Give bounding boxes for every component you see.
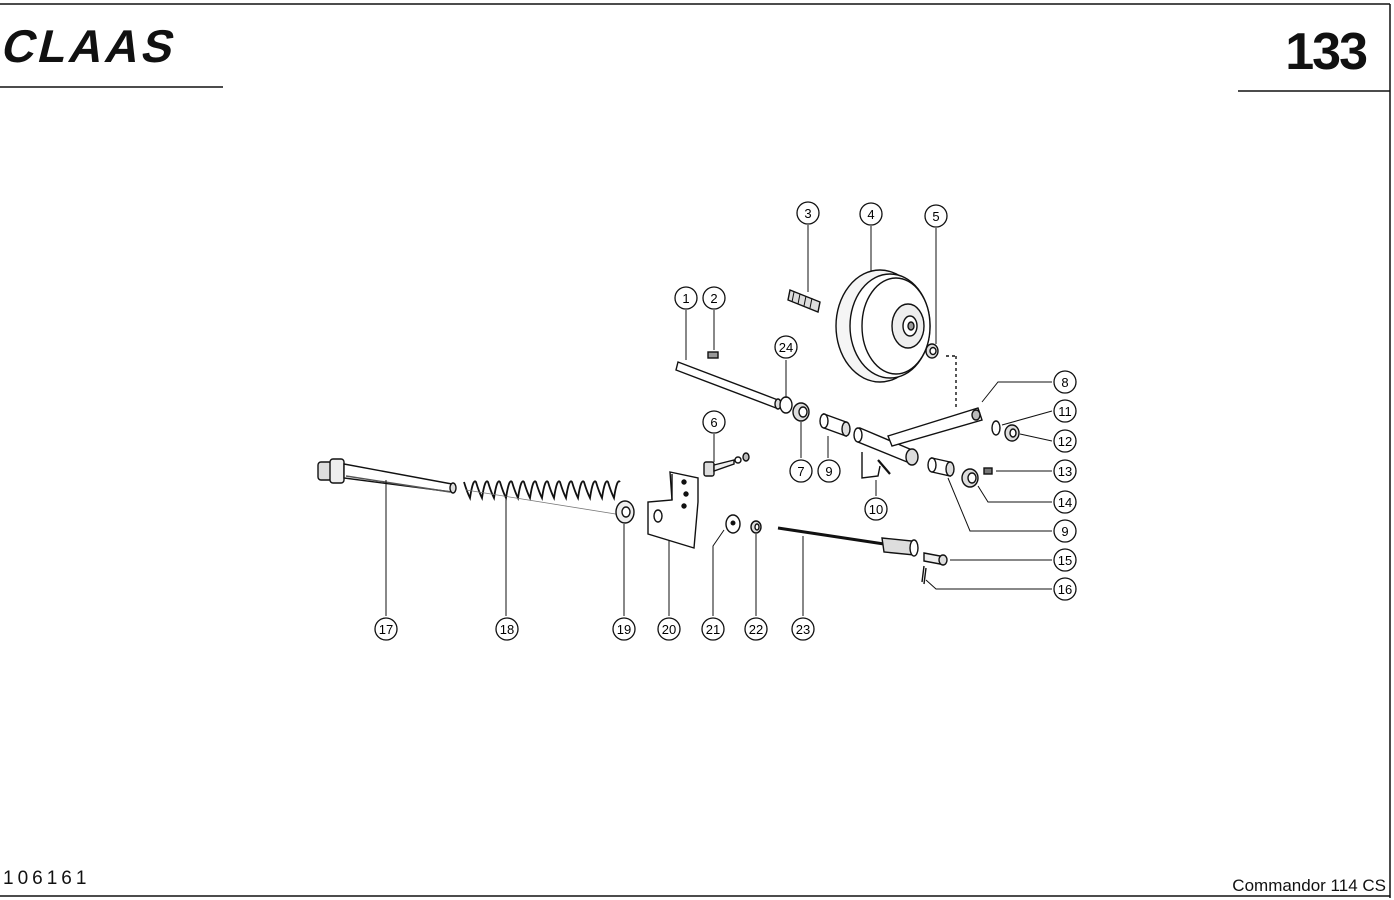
callout-18: 18 bbox=[495, 617, 519, 641]
callout-12: 12 bbox=[1053, 429, 1077, 453]
svg-text:23: 23 bbox=[796, 622, 810, 637]
part-3-stud bbox=[787, 289, 821, 313]
part-17-rod bbox=[317, 458, 457, 494]
part-13-grease-nipple bbox=[983, 467, 993, 475]
claas-logo: CLAAS bbox=[0, 21, 183, 72]
callout-22: 22 bbox=[744, 617, 768, 641]
svg-text:21: 21 bbox=[706, 622, 720, 637]
svg-text:4: 4 bbox=[867, 207, 874, 222]
callout-15: 15 bbox=[1053, 548, 1077, 572]
part-7-bushing bbox=[792, 402, 810, 422]
callout-23: 23 bbox=[791, 617, 815, 641]
callout-4: 4 bbox=[859, 202, 883, 226]
drawing-number: 106161 bbox=[3, 868, 91, 889]
svg-text:8: 8 bbox=[1061, 375, 1068, 390]
svg-text:19: 19 bbox=[617, 622, 631, 637]
part-10-lug bbox=[861, 452, 891, 479]
part-9-sleeve-lower bbox=[927, 457, 955, 477]
model-name: Commandor 114 CS bbox=[1232, 876, 1386, 895]
part-9-sleeve-upper bbox=[819, 413, 851, 437]
svg-text:22: 22 bbox=[749, 622, 763, 637]
callout-14: 14 bbox=[1053, 490, 1077, 514]
part-12-nut bbox=[1004, 424, 1020, 442]
svg-text:5: 5 bbox=[932, 209, 939, 224]
callout-6: 6 bbox=[702, 410, 726, 434]
svg-text:9: 9 bbox=[825, 464, 832, 479]
callout-2: 2 bbox=[702, 286, 726, 310]
part-2-grease-nipple bbox=[707, 351, 719, 359]
callout-10: 10 bbox=[864, 497, 888, 521]
svg-text:11: 11 bbox=[1058, 404, 1072, 419]
svg-text:14: 14 bbox=[1058, 495, 1072, 510]
part-24-washer bbox=[779, 396, 793, 414]
part-23-tie-rod bbox=[777, 526, 919, 557]
svg-text:6: 6 bbox=[710, 415, 717, 430]
callout-19: 19 bbox=[612, 617, 636, 641]
callout-1: 1 bbox=[674, 286, 698, 310]
part-8-arm bbox=[853, 355, 983, 466]
callout-21: 21 bbox=[701, 617, 725, 641]
callout-7: 7 bbox=[789, 459, 813, 483]
svg-text:10: 10 bbox=[869, 502, 883, 517]
part-4-pulley bbox=[835, 269, 931, 383]
parts bbox=[317, 225, 1053, 616]
callouts: 1 2 3 4 5 6 7 8 9 10 11 12 13 14 9 15 16… bbox=[374, 201, 1077, 641]
part-6-bolt bbox=[703, 452, 750, 477]
part-15-pin bbox=[923, 552, 948, 566]
leader-lines bbox=[385, 225, 1053, 616]
part-1-shaft bbox=[675, 361, 782, 410]
svg-text:CLAAS: CLAAS bbox=[0, 21, 183, 72]
svg-text:3: 3 bbox=[804, 206, 811, 221]
part-16-split-pin bbox=[921, 565, 927, 585]
callout-17: 17 bbox=[374, 617, 398, 641]
callout-11: 11 bbox=[1053, 399, 1077, 423]
part-14-bushing bbox=[961, 468, 979, 488]
svg-text:20: 20 bbox=[662, 622, 676, 637]
part-21-washer bbox=[725, 514, 741, 534]
part-5-ring bbox=[925, 343, 939, 359]
svg-text:1: 1 bbox=[682, 291, 689, 306]
part-11-washer bbox=[991, 420, 1001, 436]
svg-text:24: 24 bbox=[779, 340, 793, 355]
svg-text:15: 15 bbox=[1058, 553, 1072, 568]
callout-9-upper: 9 bbox=[817, 459, 841, 483]
svg-text:2: 2 bbox=[710, 291, 717, 306]
callout-16: 16 bbox=[1053, 577, 1077, 601]
callout-5: 5 bbox=[924, 204, 948, 228]
callout-9-lower: 9 bbox=[1053, 519, 1077, 543]
callout-24: 24 bbox=[774, 335, 798, 359]
svg-text:7: 7 bbox=[797, 464, 804, 479]
part-19-nut bbox=[615, 500, 635, 524]
svg-text:12: 12 bbox=[1058, 434, 1072, 449]
callout-3: 3 bbox=[796, 201, 820, 225]
callout-20: 20 bbox=[657, 617, 681, 641]
part-22-nut bbox=[750, 520, 762, 534]
part-20-bracket bbox=[647, 471, 699, 549]
part-18-spring bbox=[463, 480, 629, 517]
svg-text:13: 13 bbox=[1058, 464, 1072, 479]
page-number: 133 bbox=[1285, 23, 1368, 81]
svg-text:16: 16 bbox=[1058, 582, 1072, 597]
svg-text:17: 17 bbox=[379, 622, 393, 637]
callout-13: 13 bbox=[1053, 459, 1077, 483]
svg-text:18: 18 bbox=[500, 622, 514, 637]
svg-text:9: 9 bbox=[1061, 524, 1068, 539]
callout-8: 8 bbox=[1053, 370, 1077, 394]
